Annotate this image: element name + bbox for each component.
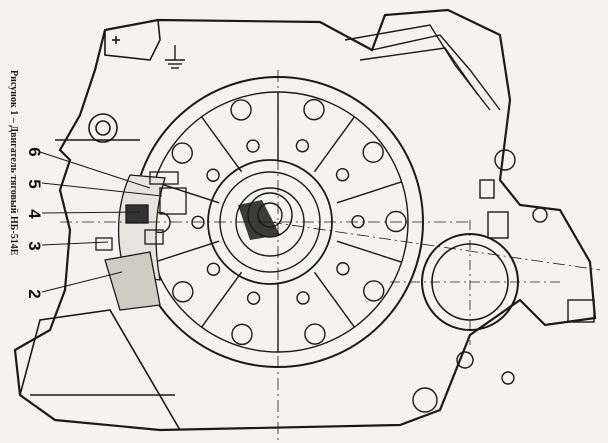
figure-caption: Рисунок 1 – Двигатель тяговый НБ-514Е	[8, 70, 19, 256]
callout-label: 2	[25, 289, 44, 299]
callout-label: 3	[25, 241, 44, 251]
axle-bearing-housing	[390, 220, 560, 345]
lower-foot	[19, 309, 181, 431]
rotor-spoke	[336, 240, 402, 263]
bolt-hole	[335, 168, 350, 182]
upper-mounting-bracket	[55, 19, 161, 143]
bolt-hole	[206, 168, 220, 182]
vent-hole	[230, 99, 252, 121]
top-cover	[344, 24, 501, 111]
callout-label: 4	[25, 209, 44, 219]
rotor-spoke	[201, 116, 243, 173]
vent-hole	[172, 281, 194, 303]
bolt-hole	[295, 139, 310, 153]
vent-hole	[303, 98, 325, 121]
rotor-spoke	[336, 181, 402, 204]
bolt-hole	[296, 291, 310, 305]
bolt-hole	[246, 139, 260, 153]
vent-hole	[231, 323, 253, 346]
center-lines	[60, 70, 601, 440]
callout-label: 5	[25, 179, 44, 189]
vent-hole	[363, 280, 385, 302]
brush-holder-assembly	[95, 171, 187, 311]
rotor-spoke	[154, 240, 220, 263]
bolt-hole	[336, 262, 350, 276]
bolt-hole	[206, 262, 221, 276]
rotor-spoke	[313, 116, 355, 173]
rotor-spoke	[154, 181, 220, 204]
ground-symbol	[165, 45, 185, 69]
vent-hole	[171, 142, 193, 164]
rotor-spoke	[313, 271, 355, 328]
vent-hole	[304, 323, 326, 345]
shaft-section-hatch	[238, 200, 280, 240]
right-mount-bolts	[412, 149, 595, 413]
leader-lines	[39, 151, 163, 293]
rotor-spoke	[201, 271, 243, 328]
vent-hole	[385, 210, 407, 233]
callout-label: 6	[25, 147, 44, 157]
bolt-hole	[246, 291, 261, 305]
vent-hole	[362, 141, 384, 163]
